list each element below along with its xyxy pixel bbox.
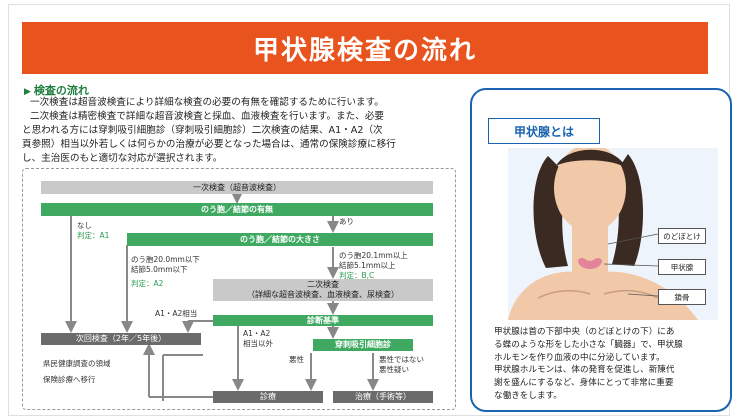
primary-exam-box: 一次検査（超音波検査）: [41, 181, 433, 194]
insurance-transition-label: 保険診療へ移行: [43, 375, 96, 384]
triangle-bullet-icon: ▶: [24, 87, 31, 97]
section-title-text: 検査の流れ: [33, 84, 89, 97]
secondary-exam-title: 二次検査: [307, 280, 339, 289]
paragraph-line: 頁参照）相当以外若しくは何らかの治療が必要となった場合は、通常の保険診療に移行: [22, 139, 396, 150]
page-title-banner: 甲状腺検査の流れ: [22, 22, 708, 74]
small-size-label-2: 結節5.0mm以下: [131, 265, 188, 274]
panel-desc-line: ホルモンを作り血液の中に分泌しています。: [494, 352, 665, 363]
criteria-box: 診断基準: [213, 315, 433, 326]
panel-desc-line: な働きをします。: [494, 391, 562, 401]
judgement-a2: 判定：A2: [131, 279, 164, 288]
judgement-bc: 判定：B,C: [339, 271, 375, 280]
thyroid-info-panel: 甲状腺とは のどぼとけ 甲状腺 鎖骨 甲状腺は首の下部中央（のどぼとけの下）にあ…: [470, 88, 732, 412]
section-title: ▶検査の流れ: [24, 82, 89, 98]
a1a2-equivalent-label: A1・A2相当: [155, 309, 198, 318]
panel-desc-line: 甲状腺は首の下部中央（のどぼとけの下）にあ: [494, 327, 675, 337]
paragraph-line: 一次検査は超音波検査により詳細な検査の必要の有無を確認するために行います。: [30, 97, 384, 108]
next-exam-box: 次回検査（2年／5年後）: [41, 333, 201, 345]
followup-box: 診療: [213, 391, 323, 403]
paragraph-line: 二次検査は精密検査で詳細な超音波検査と採血、血液検査を行います。また、必要: [30, 111, 385, 122]
callout-clavicle: 鎖骨: [658, 289, 706, 305]
secondary-exam-detail: （詳細な超音波検査、血液検査、尿検査）: [247, 290, 399, 299]
thyroid-illustration: のどぼとけ 甲状腺 鎖骨: [508, 148, 718, 320]
large-size-label-1: のう胞20.1mm以上: [339, 251, 408, 260]
fna-box: 穿刺吸引細胞診: [313, 339, 413, 351]
treatment-box: 治療（手術等）: [333, 391, 433, 403]
paragraph-line: し、主治医のもと適切な対応が選択されます。: [22, 153, 223, 164]
judgement-a1: 判定：A1: [77, 231, 110, 240]
panel-desc-line: 甲状腺ホルモンは、体の発育を促進し、新陳代: [494, 365, 675, 376]
small-size-label-1: のう胞20.0mm以下: [131, 255, 200, 264]
secondary-exam-box: 二次検査 （詳細な超音波検査、血液検査、尿検査）: [213, 279, 433, 301]
size-check-box: のう胞／結節の大きさ: [127, 233, 433, 246]
nodule-check-box: のう胞／結節の有無: [41, 203, 433, 216]
flowchart: 一次検査（超音波検査） のう胞／結節の有無 なし 判定：A1 あり のう胞／結節…: [22, 168, 456, 410]
benign-label-2: 悪性疑い: [379, 365, 409, 374]
yes-label: あり: [339, 217, 354, 226]
other-than-a1a2-label-2: 相当以外: [243, 339, 273, 348]
panel-title: 甲状腺とは: [488, 118, 600, 144]
page-title: 甲状腺検査の流れ: [252, 35, 477, 66]
none-label: なし: [77, 221, 92, 230]
callout-adams-apple: のどぼとけ: [658, 228, 706, 244]
callout-thyroid: 甲状腺: [658, 259, 706, 275]
malignant-label: 悪性: [289, 355, 304, 364]
health-management-label: 県民健康調査の領域: [43, 359, 111, 368]
large-size-label-2: 結節5.1mm以上: [339, 261, 396, 270]
woman-neck-icon: [508, 148, 698, 320]
panel-desc-line: 謝を盛んにするなど、身体にとって非常に重要: [494, 378, 674, 389]
other-than-a1a2-label-1: A1・A2: [243, 329, 271, 338]
panel-desc-line: る蝶のような形をした小さな「臓器」で、甲状腺: [494, 339, 683, 350]
benign-label-1: 悪性ではない: [379, 355, 424, 364]
paragraph-line: と思われる方には穿刺吸引細胞診（穿刺吸引細胞診）二次検査の結果、A1・A2（次: [22, 125, 383, 136]
